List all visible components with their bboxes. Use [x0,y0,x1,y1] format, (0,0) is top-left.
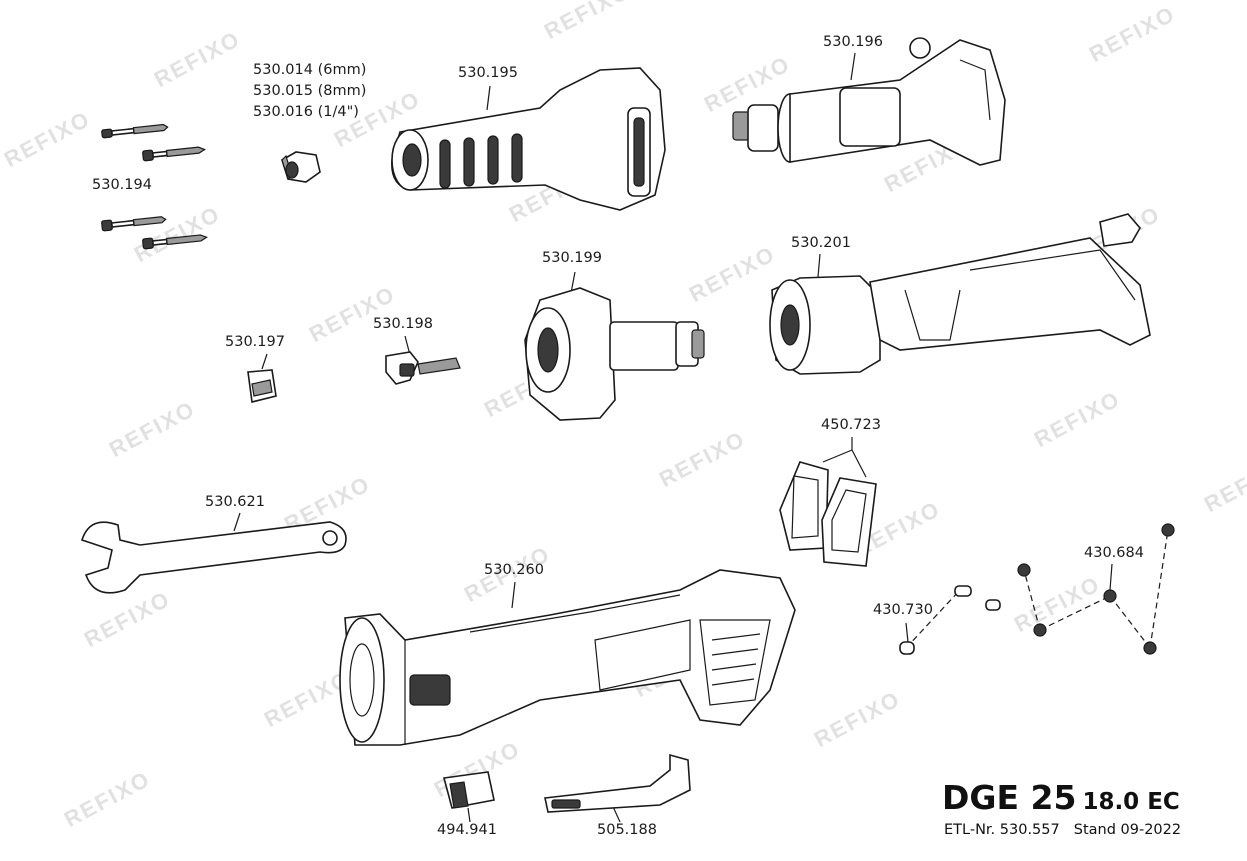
part-label: 530.015 (8mm) [253,83,367,99]
part-label: 505.188 [597,822,657,838]
part-label: 430.684 [1084,545,1144,561]
collet-nut [281,151,321,183]
front-housing [391,67,666,211]
document-meta: ETL-Nr. 530.557 Stand 09-2022 [944,822,1181,838]
pins [899,585,1001,655]
part-label: 530.014 (6mm) [253,62,367,78]
armature [524,287,705,421]
model-name: DGE 25 [942,778,1077,817]
model-voltage: 18.0 EC [1082,789,1180,815]
part-label: 530.621 [205,494,265,510]
wrench [80,521,347,594]
switch-slider [442,771,495,809]
spindle-lock [247,369,277,403]
screw-set [1017,523,1175,655]
button-spring [385,351,461,385]
cover-caps [779,461,877,567]
part-label: 450.723 [821,417,881,433]
part-label: 530.194 [92,177,152,193]
part-label: 530.196 [823,34,883,50]
part-label: 530.195 [458,65,518,81]
part-label: 530.201 [791,235,851,251]
part-label: 530.197 [225,334,285,350]
part-label: 530.016 (1/4") [253,104,359,120]
stand-date: Stand 09-2022 [1073,822,1182,838]
part-label: 530.198 [373,316,433,332]
part-label: 494.941 [437,822,497,838]
motor-electronics [769,213,1151,375]
etl-number: ETL-Nr. 530.557 [944,822,1060,838]
gear-head [732,37,1006,166]
part-label: 530.260 [484,562,544,578]
part-label: 430.730 [873,602,933,618]
switch-rod [544,753,691,813]
screws-530-194 [101,123,208,250]
housing [339,569,796,746]
part-label: 530.199 [542,250,602,266]
